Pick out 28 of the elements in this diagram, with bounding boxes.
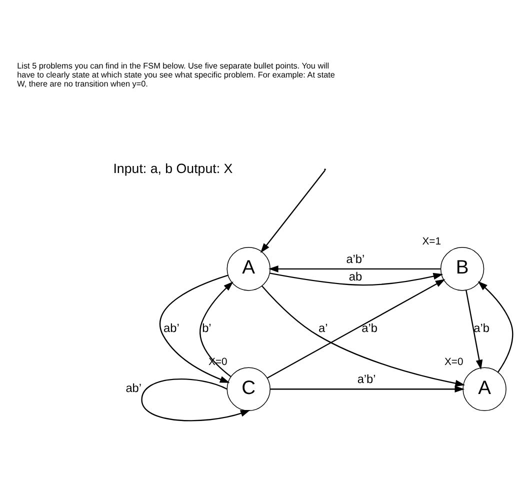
edge-label: b’ (202, 320, 212, 334)
label: Input: a, b Output: X (113, 160, 233, 176)
arrow (270, 272, 444, 286)
arrow (141, 378, 250, 421)
arrow (260, 169, 326, 253)
arrow (478, 280, 514, 372)
node-circle: A (226, 246, 270, 290)
edge-label: a’b (474, 320, 490, 334)
node-circle: C (226, 366, 270, 410)
edge-label: a’b’ (346, 251, 365, 266)
arrow (262, 285, 466, 386)
edge-label: a’ (318, 320, 328, 334)
arrow (160, 274, 230, 382)
arrow (466, 290, 483, 370)
node-circle: B (440, 246, 484, 290)
edge-label: a’b’ (357, 372, 376, 386)
node-circle: A (462, 366, 506, 410)
arrow (268, 265, 441, 272)
node-label: X=1 (422, 236, 441, 248)
node-label: X=0 (444, 356, 464, 368)
arrow (270, 385, 465, 392)
label: List 5 problems you can find in the FSM below. Use five separate bullet points. You will have to clearly state at which state you see what specific problem. For example: At state W, there are no transition when y=0. (17, 60, 335, 88)
edge-label: ab (348, 269, 362, 284)
edge-label: ab’ (126, 380, 142, 394)
edge-label: ab’ (164, 320, 180, 334)
arrow (267, 278, 446, 378)
arrow (200, 280, 234, 377)
edge-label: a’b (362, 320, 378, 334)
